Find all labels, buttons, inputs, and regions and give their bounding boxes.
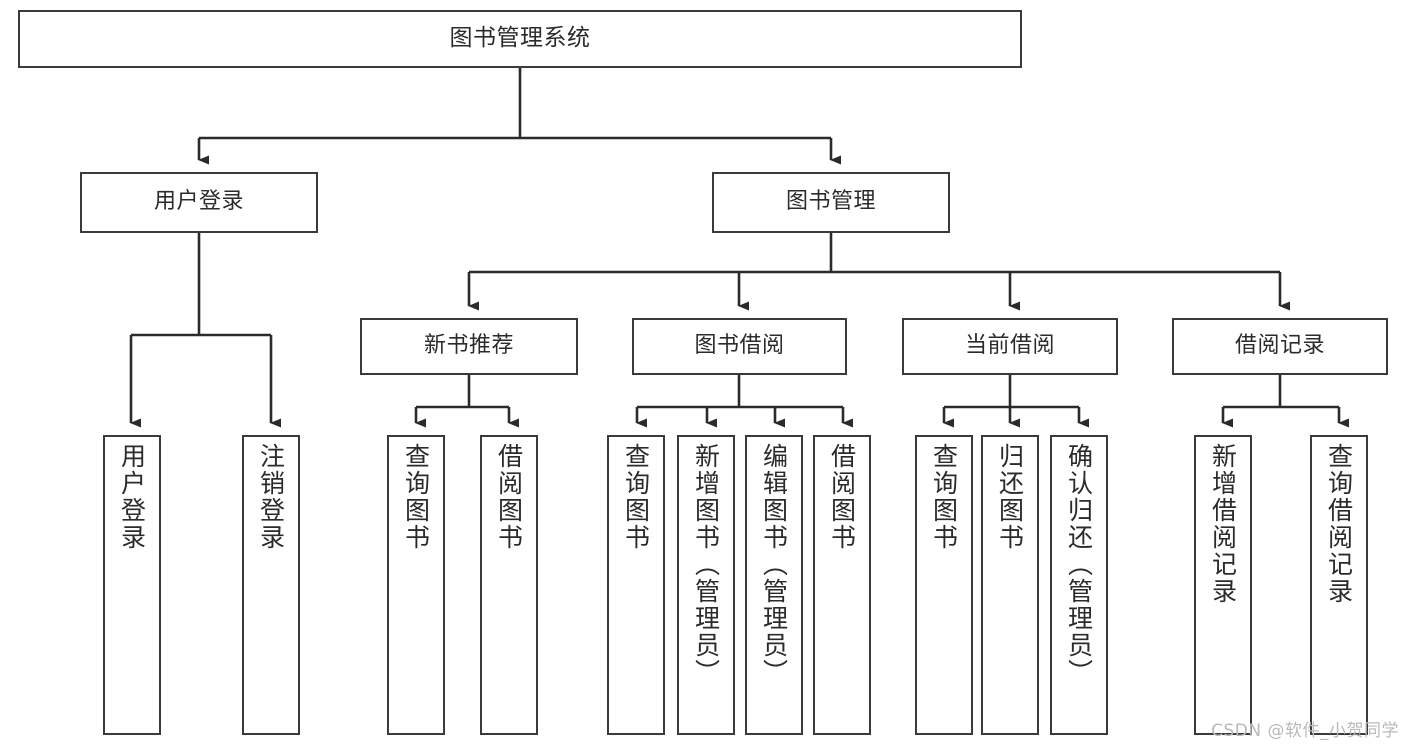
node-label: 图书借阅 <box>694 333 785 359</box>
node-label: 借阅图书 <box>827 443 857 551</box>
node-user-login[interactable]: 用户登录 <box>80 172 318 233</box>
node-label: 用户登录 <box>153 189 244 215</box>
node-label: 用户登录 <box>117 443 147 551</box>
node-label: 图书管理系统 <box>449 25 591 52</box>
node-label: 查询借阅记录 <box>1324 443 1354 605</box>
node-leaf-edit-book-admin[interactable]: 编辑图书（管理员） <box>745 435 803 735</box>
node-label: 查询图书 <box>401 443 431 551</box>
node-new-book-recommend[interactable]: 新书推荐 <box>360 318 578 375</box>
node-leaf-add-borrow-record[interactable]: 新增借阅记录 <box>1194 435 1252 735</box>
node-label: 新书推荐 <box>423 333 514 359</box>
node-book-management-system[interactable]: 图书管理系统 <box>18 10 1022 68</box>
node-leaf-borrow-books-2[interactable]: 借阅图书 <box>813 435 871 735</box>
node-label: 归还图书 <box>995 443 1025 551</box>
node-leaf-return-books[interactable]: 归还图书 <box>981 435 1039 735</box>
node-leaf-add-book-admin[interactable]: 新增图书（管理员） <box>677 435 735 735</box>
node-leaf-query-books-1[interactable]: 查询图书 <box>387 435 445 735</box>
node-borrow-record[interactable]: 借阅记录 <box>1172 318 1388 375</box>
node-label: 新增图书（管理员） <box>691 443 721 686</box>
node-label: 注销登录 <box>256 443 286 551</box>
node-leaf-confirm-return-admin[interactable]: 确认归还（管理员） <box>1050 435 1108 735</box>
node-current-borrow[interactable]: 当前借阅 <box>902 318 1118 375</box>
node-label: 确认归还（管理员） <box>1064 443 1094 686</box>
node-label: 当前借阅 <box>964 333 1055 359</box>
node-leaf-query-books-3[interactable]: 查询图书 <box>915 435 973 735</box>
node-leaf-user-login[interactable]: 用户登录 <box>103 435 161 735</box>
node-label: 图书管理 <box>785 189 876 215</box>
node-leaf-logout-login[interactable]: 注销登录 <box>242 435 300 735</box>
node-leaf-borrow-books-1[interactable]: 借阅图书 <box>480 435 538 735</box>
node-leaf-query-borrow-record[interactable]: 查询借阅记录 <box>1310 435 1368 735</box>
node-book-management[interactable]: 图书管理 <box>712 172 950 233</box>
node-book-borrow[interactable]: 图书借阅 <box>632 318 847 375</box>
node-label: 借阅图书 <box>494 443 524 551</box>
node-label: 新增借阅记录 <box>1208 443 1238 605</box>
node-label: 查询图书 <box>929 443 959 551</box>
csdn-watermark: CSDN @软件_小贺同学 <box>1211 721 1399 741</box>
node-label: 借阅记录 <box>1234 333 1325 359</box>
node-leaf-query-books-2[interactable]: 查询图书 <box>607 435 665 735</box>
node-label: 查询图书 <box>621 443 651 551</box>
node-label: 编辑图书（管理员） <box>759 443 789 686</box>
